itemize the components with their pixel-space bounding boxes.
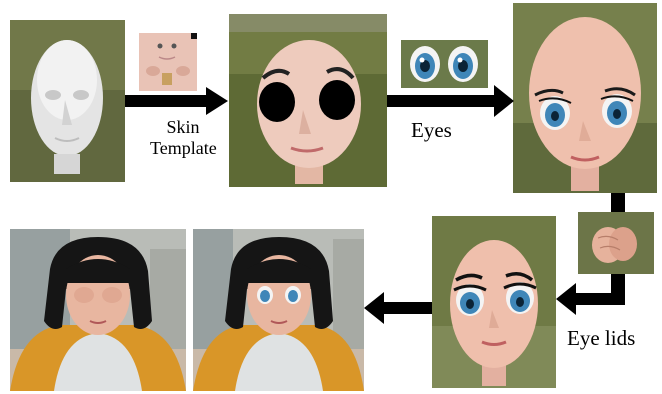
head-mesh-icon bbox=[10, 20, 125, 182]
skin-label-line2: Template bbox=[150, 138, 216, 159]
arrow-2-right-arrow-icon bbox=[387, 85, 514, 117]
eyes-label: Eyes bbox=[411, 118, 452, 142]
white-head-mesh-image bbox=[10, 20, 125, 182]
skin-label-line1: Skin bbox=[150, 117, 216, 138]
avatar-eyes-closed-icon bbox=[10, 229, 186, 391]
arrow-1-right-arrow-icon bbox=[125, 87, 228, 115]
skinned-head-image bbox=[229, 14, 387, 187]
avatar-eyes-open-icon bbox=[193, 229, 364, 391]
eye-lids-label: Eye lids bbox=[567, 326, 635, 350]
skin-template-label: Skin Template bbox=[150, 117, 216, 158]
head-with-eyes-image bbox=[513, 3, 657, 193]
eyelid-mesh-image bbox=[578, 212, 654, 274]
avatar-eyes-closed-image bbox=[10, 229, 186, 391]
skinned-head-icon bbox=[229, 14, 387, 187]
head-with-eyelids-image bbox=[432, 216, 556, 388]
anime-eyes-icon bbox=[401, 40, 488, 88]
head-with-eyes-icon bbox=[513, 3, 657, 193]
eyelid-mesh-icon bbox=[578, 212, 654, 274]
eyes-texture-image bbox=[401, 40, 488, 88]
arrow-4-left-arrow-icon bbox=[364, 292, 432, 324]
head-with-eyelids-icon bbox=[432, 216, 556, 388]
skin-texture-image bbox=[139, 33, 197, 91]
avatar-eyes-open-image bbox=[193, 229, 364, 391]
skin-texture-icon bbox=[139, 33, 197, 91]
